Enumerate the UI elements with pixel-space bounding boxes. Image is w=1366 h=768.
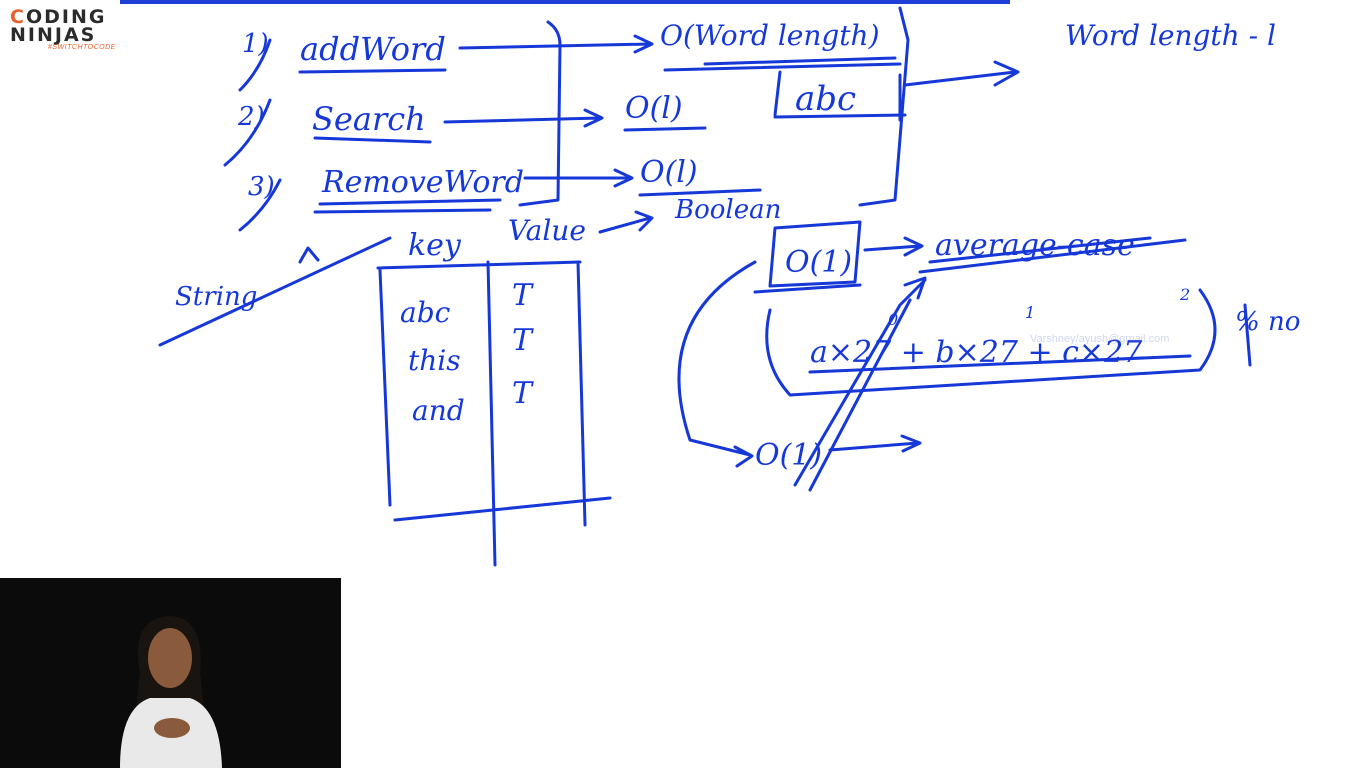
underline-average bbox=[918, 236, 1187, 274]
table-val-3: T bbox=[512, 376, 534, 411]
op2-name: Search bbox=[312, 100, 426, 138]
connector-vertical bbox=[518, 20, 562, 207]
complexity-3: O(l) bbox=[640, 155, 698, 190]
value-label: Value bbox=[508, 214, 586, 247]
abc-box bbox=[773, 70, 907, 122]
formula-bracket bbox=[765, 288, 1217, 397]
kv-table bbox=[376, 260, 612, 567]
o1-underline bbox=[753, 283, 862, 294]
underline-removeword bbox=[313, 198, 502, 214]
op1-name: addWord bbox=[300, 30, 446, 68]
arrow-search bbox=[443, 108, 604, 128]
complexity-2: O(l) bbox=[625, 91, 683, 126]
op1-num: 1) bbox=[242, 29, 269, 59]
table-key-3: and bbox=[412, 394, 465, 427]
webcam-overlay bbox=[0, 578, 341, 768]
underline-wordlength bbox=[663, 56, 902, 72]
mod-stroke bbox=[1243, 303, 1252, 367]
o1-top: O(1) bbox=[785, 245, 852, 280]
exponent-0: 0 bbox=[888, 310, 898, 329]
arrow-string bbox=[158, 236, 392, 347]
abc-box-text: abc bbox=[795, 79, 856, 119]
curve-arrow-bottom bbox=[677, 260, 757, 468]
table-val-2: T bbox=[512, 323, 534, 358]
mod-no: % no bbox=[1235, 307, 1300, 337]
arrow-average bbox=[863, 236, 924, 257]
op3-num: 3) bbox=[248, 172, 275, 202]
average-case: average-case bbox=[935, 228, 1135, 263]
exponent-2: 2 bbox=[1179, 285, 1190, 304]
underline-ol1 bbox=[623, 126, 707, 132]
coding-ninjas-logo: CODING NINJAS #SWITCHTOCODE bbox=[10, 8, 130, 56]
boolean-label: Boolean bbox=[674, 195, 781, 225]
string-label: String bbox=[175, 282, 257, 312]
op2-num: 2) bbox=[237, 102, 265, 132]
watermark: Varshney/ayush@gmail.com bbox=[1030, 333, 1170, 345]
left-bracket-strokes bbox=[223, 38, 282, 232]
word-length-note: Word length - l bbox=[1065, 19, 1276, 52]
o1-box bbox=[768, 220, 862, 288]
arrow-addword bbox=[458, 34, 654, 54]
table-key-2: this bbox=[408, 344, 461, 377]
arrow-diagonal-2 bbox=[808, 298, 912, 492]
table-key-1: abc bbox=[400, 296, 451, 329]
underline-addword bbox=[298, 68, 447, 74]
top-accent-bar bbox=[120, 0, 1010, 4]
logo-line2: NINJAS bbox=[10, 24, 97, 46]
complexity-1: O(Word length) bbox=[660, 19, 880, 52]
arrow-bottom-o1 bbox=[828, 434, 922, 453]
arrow-remove bbox=[523, 168, 634, 188]
o1-bottom: O(1) bbox=[755, 438, 822, 473]
hash-formula: a×27 + b×27 + c×27 bbox=[810, 335, 1143, 370]
key-label: key bbox=[408, 228, 462, 263]
underline-ol2 bbox=[638, 188, 762, 197]
presenter-video bbox=[0, 578, 341, 768]
arrow-diagonal bbox=[793, 276, 927, 487]
underline-search bbox=[313, 136, 432, 144]
arrow-wordlength bbox=[903, 60, 1020, 87]
logo-tagline: #SWITCHTOCODE bbox=[48, 44, 116, 51]
table-val-1: T bbox=[512, 278, 534, 313]
arrow-value-boolean bbox=[598, 210, 654, 234]
logo-c: C bbox=[10, 6, 26, 28]
exponent-1: 1 bbox=[1025, 303, 1035, 322]
logo-line1: ODING bbox=[25, 6, 107, 28]
op3-name: RemoveWord bbox=[321, 165, 524, 200]
